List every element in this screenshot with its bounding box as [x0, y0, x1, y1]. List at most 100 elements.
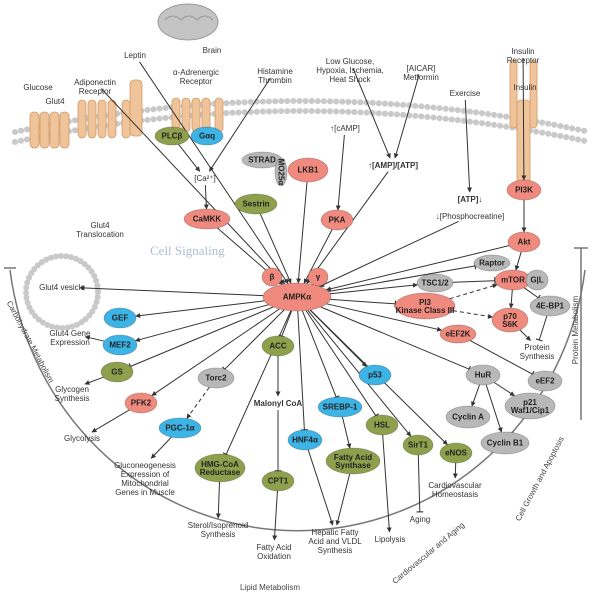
edge-ampk-eef2k: [326, 303, 443, 332]
node-camkk[interactable]: CaMKK: [183, 208, 231, 230]
edge-fas-hepatic: [335, 473, 351, 526]
node-sirt1[interactable]: SirT1: [402, 434, 434, 456]
node-akt[interactable]: Akt: [507, 231, 541, 253]
node-label: HSL: [374, 421, 390, 430]
node-gl[interactable]: G|L: [525, 269, 549, 291]
node-srebp[interactable]: SREBP-1: [317, 396, 363, 418]
node-label: STRAD: [248, 156, 276, 165]
edge-plc-ca: [178, 143, 201, 172]
node-plc[interactable]: PLCβ: [154, 126, 190, 146]
glut4-vesicle-icon: [23, 253, 101, 331]
watermark: Cell Signaling: [150, 243, 225, 258]
node-pfk2[interactable]: PFK2: [124, 392, 158, 414]
node-eef2[interactable]: eEF2: [527, 370, 563, 392]
label-lowglu: Low Glucose,Hypoxia, Ischemia,Heat Shock: [316, 57, 384, 84]
edge-leptin-ampk: [139, 61, 289, 284]
node-enos[interactable]: eNOS: [439, 442, 473, 464]
receptor-helix: [529, 59, 538, 129]
node-mef2[interactable]: MEF2: [102, 334, 138, 356]
node-hnf[interactable]: HNF4α: [287, 429, 323, 451]
node-label: PI3K: [515, 186, 533, 195]
node-label: γ: [316, 273, 321, 282]
node-gs[interactable]: GS: [100, 361, 134, 383]
node-tsc[interactable]: TSC1/2: [416, 273, 454, 293]
node-label: p53: [368, 371, 382, 380]
node-cpt1[interactable]: CPT1: [261, 470, 295, 492]
node-acc[interactable]: ACC: [261, 335, 295, 357]
node-label: CPT1: [268, 477, 289, 486]
node-mtor[interactable]: mTOR: [494, 269, 532, 291]
node-lkb1[interactable]: LKB1: [287, 157, 329, 183]
node-label: Akt: [518, 238, 531, 247]
node-label: PKA: [329, 216, 346, 225]
node-mo25[interactable]: MO25α: [274, 157, 288, 187]
node-hsl[interactable]: HSL: [365, 414, 399, 436]
node-pi3k[interactable]: PI3K: [506, 179, 542, 201]
receptor-helix: [59, 111, 70, 149]
edge-ampk-hmg: [222, 310, 292, 457]
node-gamma[interactable]: γ: [307, 267, 329, 287]
label-camp: ↑[cAMP]: [330, 124, 360, 133]
label-leptin: Leptin: [124, 51, 146, 60]
edge-ampk-gs: [128, 306, 274, 370]
node-pka[interactable]: PKA: [320, 209, 354, 231]
edge-hist-ca: [208, 77, 272, 172]
node-label: 4E-BP1: [536, 302, 565, 311]
node-label: eEF2: [535, 377, 555, 386]
node-ebp1[interactable]: 4E-BP1: [529, 295, 571, 317]
label-aicar: [AICAR]Metformin: [403, 64, 439, 82]
label-glut4: Glut4: [45, 97, 65, 106]
edge-hsl-lipolysis: [382, 434, 392, 533]
node-pgc[interactable]: PGC-1α: [158, 417, 202, 439]
node-torc2[interactable]: Torc2: [197, 367, 235, 389]
receptor-helix: [509, 59, 518, 129]
node-label: Sestrin: [242, 200, 269, 209]
edge-ampk-pfk2: [151, 308, 280, 397]
brain-icon: [157, 3, 219, 41]
label-malonyl: Malonyl CoA: [254, 399, 303, 408]
label-ca: [Ca²⁺]: [194, 174, 216, 183]
edge-pcr-ampk: [319, 220, 459, 287]
node-sestrin[interactable]: Sestrin: [234, 193, 278, 215]
node-label: AMPKα: [283, 293, 312, 302]
edge-ampk-hsl: [305, 310, 380, 419]
edge-ampk-hur: [320, 306, 471, 373]
edge-hnf-hepatic: [307, 449, 334, 526]
node-label: MEF2: [109, 341, 131, 350]
edge-mtor-ebp1: [523, 287, 541, 301]
node-hur[interactable]: HuR: [465, 364, 501, 386]
edge-hur-cycb: [485, 384, 503, 433]
node-beta[interactable]: β: [261, 267, 283, 287]
node-cycb[interactable]: Cyclin B1: [480, 431, 530, 455]
edge-ampk-hnf: [297, 310, 308, 431]
node-label: Gαq: [199, 132, 215, 141]
node-eef2k[interactable]: eEF2K: [439, 324, 477, 344]
node-label: Raptor: [479, 259, 505, 268]
node-label: GS: [111, 368, 123, 377]
node-raptor[interactable]: Raptor: [473, 254, 511, 272]
node-ampk[interactable]: AMPKα: [262, 282, 332, 312]
node-cyca[interactable]: Cyclin A: [445, 405, 491, 429]
edge-sestrin-ampk: [259, 213, 292, 284]
edge-srebp-fas: [341, 416, 352, 449]
node-gaq[interactable]: Gαq: [190, 126, 224, 146]
node-label: ACC: [269, 342, 287, 351]
edge-ca-camkk: [203, 184, 209, 210]
label-brain: Brain: [203, 46, 222, 55]
node-label: LKB1: [298, 166, 319, 175]
node-gef[interactable]: GEF: [103, 307, 137, 329]
node-p53[interactable]: p53: [358, 364, 392, 386]
